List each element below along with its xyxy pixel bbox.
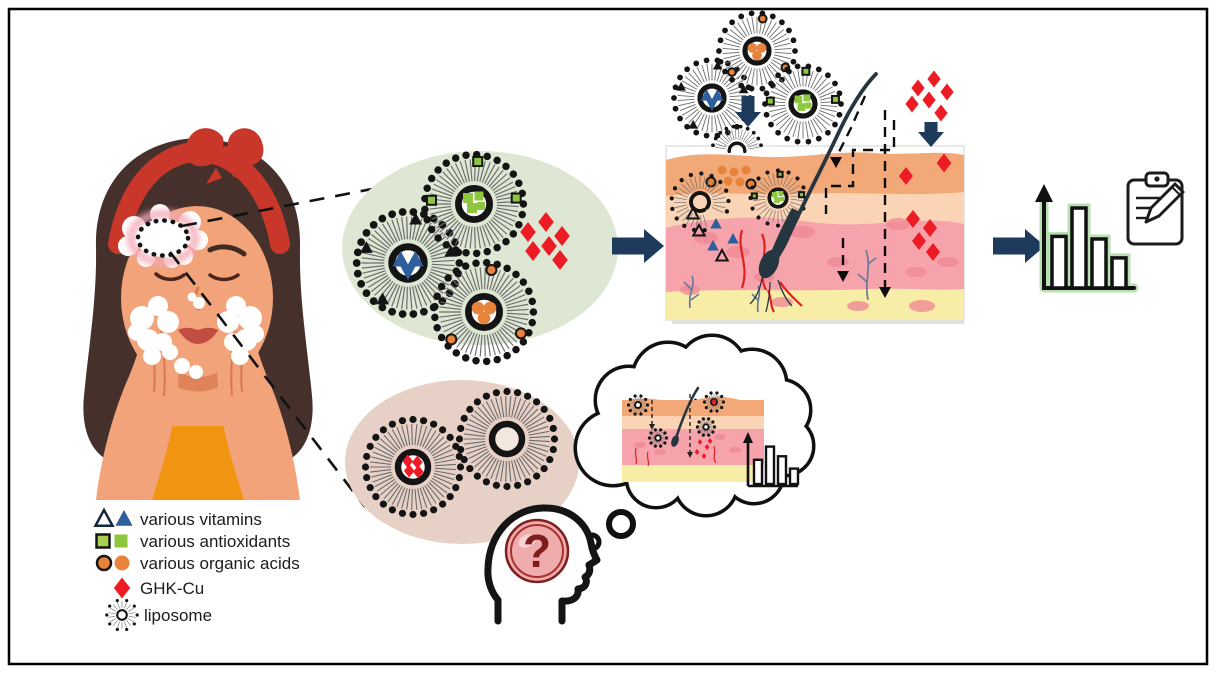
eyebrow <box>207 244 247 257</box>
woman-washing-face <box>83 128 313 500</box>
flow-arrow-1 <box>612 229 664 263</box>
skin-cell <box>905 267 927 277</box>
forehead-highlight <box>127 210 199 266</box>
liposome-fusing-surface <box>711 124 763 154</box>
legend-label-ghk-cu: GHK-Cu <box>140 579 204 598</box>
blood-vessel <box>739 229 746 289</box>
nerve-fiber <box>857 249 877 301</box>
legend-label-antioxidants: various antioxidants <box>140 532 290 551</box>
question-mark: ? <box>523 525 551 577</box>
blood-vessel <box>779 281 803 307</box>
skin-cell <box>827 257 849 267</box>
ghk-cu-cluster <box>520 212 570 270</box>
liposome-ghk-cu <box>361 415 465 519</box>
cleansing-foam <box>118 204 264 379</box>
connector-lower <box>168 251 367 508</box>
question-ellipse <box>345 380 579 544</box>
penetration-route-arrows <box>824 95 896 298</box>
closed-eye <box>208 273 240 282</box>
results-icons <box>1035 171 1185 293</box>
head-profile <box>484 504 601 625</box>
legend-icons <box>93 507 139 632</box>
skin-cross-section <box>665 10 965 324</box>
legend-label-liposome: liposome <box>144 606 212 625</box>
skin-cell <box>726 246 750 258</box>
liposome-organic-acids <box>716 10 798 92</box>
skin-cell <box>886 218 910 230</box>
mini-liposome <box>647 428 669 448</box>
skin-cell <box>847 301 869 311</box>
ghk-cu-penetrated <box>898 153 952 261</box>
skin-cell <box>771 297 793 307</box>
formulation-ellipse <box>342 150 618 366</box>
closed-eye <box>154 272 186 282</box>
liposome-empty <box>455 387 559 491</box>
pencil-icon <box>1144 182 1185 224</box>
liposome-antioxidants <box>762 63 844 145</box>
subcutis-layer <box>666 288 964 320</box>
head-question-icon: ? <box>484 504 601 625</box>
legend-label-vitamins: various vitamins <box>140 510 262 529</box>
liposome-antioxidants <box>748 168 808 228</box>
headband-bow <box>185 128 264 184</box>
skin-cell <box>909 300 935 312</box>
clipboard-pencil-icon <box>1126 171 1185 246</box>
skin-cell <box>789 226 815 238</box>
mini-bar-chart-icon <box>743 432 800 488</box>
figure-frame <box>7 7 1209 666</box>
skin-cell <box>694 232 718 244</box>
dotted-zoom-circle <box>135 218 191 258</box>
arrow-down-icon <box>918 122 944 147</box>
arrow-down-icon <box>735 96 761 127</box>
legend-label-organic-acids: various organic acids <box>140 554 300 573</box>
lips <box>178 327 218 344</box>
zoom-connector-lines <box>168 187 373 508</box>
mini-liposome <box>626 394 650 416</box>
arrow-right-icon <box>993 229 1045 263</box>
mini-liposome-ghk <box>702 391 726 413</box>
mini-liposome <box>695 417 717 437</box>
hair-follicle <box>749 72 878 313</box>
skin-cell <box>680 285 700 295</box>
mini-ghk-cluster <box>694 438 713 459</box>
liposome-organic-acids <box>431 258 538 366</box>
bar-chart-icon <box>1035 184 1139 293</box>
legend-liposome-icon <box>105 598 139 632</box>
connector-upper <box>181 187 373 228</box>
mini-skin-diagram <box>622 386 764 482</box>
skin-cell <box>937 257 959 267</box>
nerve-fiber <box>683 275 700 309</box>
thought-bubble <box>573 333 816 552</box>
arrow-right-icon <box>612 229 664 263</box>
legend: various vitamins various antioxidants va… <box>93 507 300 632</box>
liposome-antioxidants <box>421 150 528 258</box>
released-vitamins <box>685 205 739 262</box>
flow-arrow-2 <box>993 229 1045 263</box>
ghk-cu-cluster <box>905 70 954 122</box>
